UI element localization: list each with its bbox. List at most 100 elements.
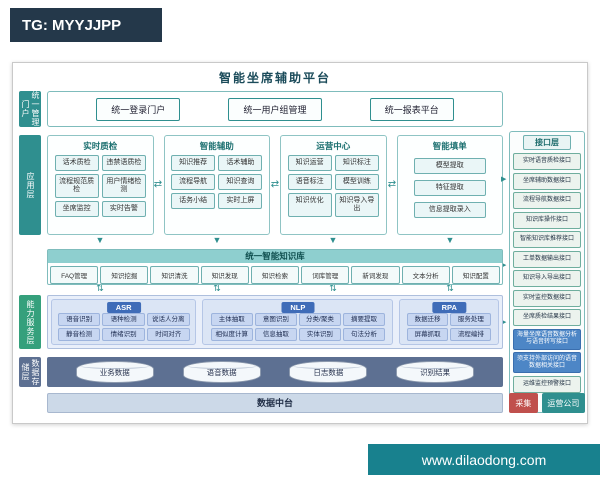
app-item: 信息提取录入 xyxy=(413,202,486,218)
knowledge-item: 知识发现 xyxy=(200,266,249,284)
knowledge-item: FAQ管理 xyxy=(50,266,99,284)
interface-item: 须支持外部访问的语音数据相关接口 xyxy=(513,352,581,373)
layer-label-storage: 数据存储层 xyxy=(19,357,41,387)
portal-item: 统一报表平台 xyxy=(369,97,454,121)
app-column-title: 实时质检 xyxy=(83,141,118,151)
layer-label-application: 应用层 xyxy=(19,135,41,235)
app-item: 话务小结 xyxy=(171,193,216,209)
database-cylinder-icon: 语音数据 xyxy=(182,361,261,383)
capability-item: 说话人分离 xyxy=(146,313,190,326)
capability-group-name: ASR xyxy=(106,302,141,313)
data-platform-band: 数据中台 xyxy=(47,393,503,413)
capability-group-asr: ASR 语音识别语种检测说话人分离静音检测情绪识别时间对齐 xyxy=(51,299,197,345)
app-item: 知识导入导出 xyxy=(334,193,379,217)
tg-watermark-label: TG: MYYJJPP xyxy=(22,16,122,34)
right-arrow-icon xyxy=(501,175,506,183)
capability-layer: ASR 语音识别语种检测说话人分离静音检测情绪识别时间对齐 NLP 主体抽取意图… xyxy=(47,295,503,349)
interface-item: 知识库操作接口 xyxy=(513,211,581,229)
capability-item: 屏幕抓取 xyxy=(407,328,449,341)
capability-item: 时间对齐 xyxy=(146,328,190,341)
app-column-quality: 实时质检 话术质检违禁语质检流程规范质检用户情绪检测坐席监控实时告警 xyxy=(47,135,154,235)
capability-group-nlp: NLP 主体抽取意图识别分类/聚类摘要提取相似度计算信息抽取实体识别句法分析 xyxy=(202,299,394,345)
capability-item: 数据迁移 xyxy=(407,313,449,326)
app-item: 知识优化 xyxy=(287,193,332,217)
portal-item: 统一登录门户 xyxy=(96,97,181,121)
knowledge-item: 词库管理 xyxy=(301,266,350,284)
storage-layer: 业务数据 语音数据 日志数据 识别结果 xyxy=(47,357,503,387)
capability-items: 语音识别语种检测说话人分离静音检测情绪识别时间对齐 xyxy=(55,313,192,341)
capability-item: 意图识别 xyxy=(254,313,297,326)
architecture-diagram: 智能坐席辅助平台 统一管理门户 应用层 能力服务层 数据存储层 统一登录门户 统… xyxy=(12,62,588,424)
app-column-title: 智能辅助 xyxy=(199,141,234,151)
layer-label-portal: 统一管理门户 xyxy=(19,91,41,127)
app-item: 用户情绪检测 xyxy=(101,174,146,198)
interface-title: 接口层 xyxy=(523,135,571,150)
app-items: 知识推荐话术辅助流程导航知识查询话务小结实时上屏 xyxy=(167,155,268,209)
capability-item: 信息抽取 xyxy=(254,328,297,341)
capability-item: 流程编排 xyxy=(450,328,492,341)
horizontal-arrow-icon xyxy=(388,179,396,190)
collect-tag: 采集 xyxy=(509,393,538,413)
tg-watermark-banner: TG: MYYJJPP xyxy=(10,8,162,42)
app-item: 知识标注 xyxy=(334,155,379,171)
company-tag: 运营公司 xyxy=(541,393,585,413)
database-cylinder-icon: 识别结果 xyxy=(396,361,475,383)
capability-item: 语音识别 xyxy=(57,313,101,326)
knowledge-item: 知识清洗 xyxy=(150,266,199,284)
interface-item: 知识导入导出接口 xyxy=(513,270,581,287)
application-layer: 实时质检 话术质检违禁语质检流程规范质检用户情绪检测坐席监控实时告警 智能辅助 … xyxy=(47,135,503,235)
app-item: 话术质检 xyxy=(54,155,99,171)
diagram-title: 智能坐席辅助平台 xyxy=(218,71,331,85)
app-item: 知识推荐 xyxy=(171,155,216,171)
database-label: 语音数据 xyxy=(206,367,237,377)
knowledge-item: 新词发现 xyxy=(351,266,400,284)
portal-row: 统一登录门户 统一用户组管理 统一报表平台 xyxy=(47,91,503,127)
capability-items: 主体抽取意图识别分类/聚类摘要提取相似度计算信息抽取实体识别句法分析 xyxy=(206,313,389,341)
down-arrow-icon xyxy=(96,235,105,245)
app-item: 流程规范质检 xyxy=(54,174,99,198)
capability-group-name: NLP xyxy=(281,302,315,313)
app-item: 知识运营 xyxy=(287,155,332,171)
knowledge-band: 统一智能知识库 FAQ管理知识挖掘知识清洗知识发现知识检索词库管理新词发现文本分… xyxy=(47,249,503,285)
interface-item: 海量坐席语音数据分析与语音转写接口 xyxy=(513,328,581,350)
knowledge-item: 知识挖掘 xyxy=(100,266,149,284)
capability-item: 句法分析 xyxy=(342,328,386,341)
app-item: 特征提取 xyxy=(413,180,486,196)
database-label: 识别结果 xyxy=(420,367,451,377)
capability-item: 情绪识别 xyxy=(102,328,145,341)
interface-item: 工单数据输出接口 xyxy=(513,250,581,268)
app-items: 知识运营知识标注语音标注模型训练知识优化知识导入导出 xyxy=(283,155,384,217)
knowledge-item: 知识配置 xyxy=(451,266,500,284)
app-item: 违禁语质检 xyxy=(101,155,146,171)
app-column-form: 智能填单 模型提取特征提取信息提取录入 xyxy=(396,135,503,235)
capability-item: 摘要提取 xyxy=(342,313,386,326)
app-column-assist: 智能辅助 知识推荐话术辅助流程导航知识查询话务小结实时上屏 xyxy=(163,135,270,235)
interface-item: 坐席辅助数据接口 xyxy=(513,172,581,190)
capability-item: 实体识别 xyxy=(298,328,341,341)
app-item: 模型提取 xyxy=(413,158,486,174)
interface-panel: 接口层 实时语音质检接口 坐席辅助数据接口 流程导航数据接口 知识库操作接口 智… xyxy=(509,131,585,413)
database-cylinder-icon: 业务数据 xyxy=(75,361,154,383)
interface-item: 智能知识库推荐接口 xyxy=(513,231,581,248)
app-item: 模型训练 xyxy=(334,174,379,190)
app-item: 话术辅助 xyxy=(218,155,263,171)
app-column-operation: 运营中心 知识运营知识标注语音标注模型训练知识优化知识导入导出 xyxy=(280,135,387,235)
app-item: 实时告警 xyxy=(101,201,146,217)
knowledge-item: 知识检索 xyxy=(250,266,300,284)
capability-group-rpa: RPA 数据迁移服务处理屏幕抓取流程编排 xyxy=(399,299,499,345)
interface-item: 坐席质检结果接口 xyxy=(513,309,581,326)
knowledge-items: FAQ管理知识挖掘知识清洗知识发现知识检索词库管理新词发现文本分析知识配置 xyxy=(48,263,502,287)
horizontal-arrow-icon xyxy=(154,179,162,190)
horizontal-arrow-icon xyxy=(271,179,279,190)
database-label: 业务数据 xyxy=(99,367,130,377)
knowledge-title: 统一智能知识库 xyxy=(48,250,502,263)
capability-items: 数据迁移服务处理屏幕抓取流程编排 xyxy=(403,313,495,341)
capability-item: 静音检测 xyxy=(57,328,101,341)
corner-tags: 采集 运营公司 xyxy=(509,393,585,413)
interface-items: 实时语音质检接口 坐席辅助数据接口 流程导航数据接口 知识库操作接口 智能知识库… xyxy=(513,153,581,393)
app-item: 语音标注 xyxy=(287,174,332,190)
capability-item: 相似度计算 xyxy=(210,328,253,341)
down-arrow-icon xyxy=(329,235,338,245)
layer-label-capability: 能力服务层 xyxy=(19,295,41,349)
interface-item: 实时监控数据接口 xyxy=(513,289,581,307)
